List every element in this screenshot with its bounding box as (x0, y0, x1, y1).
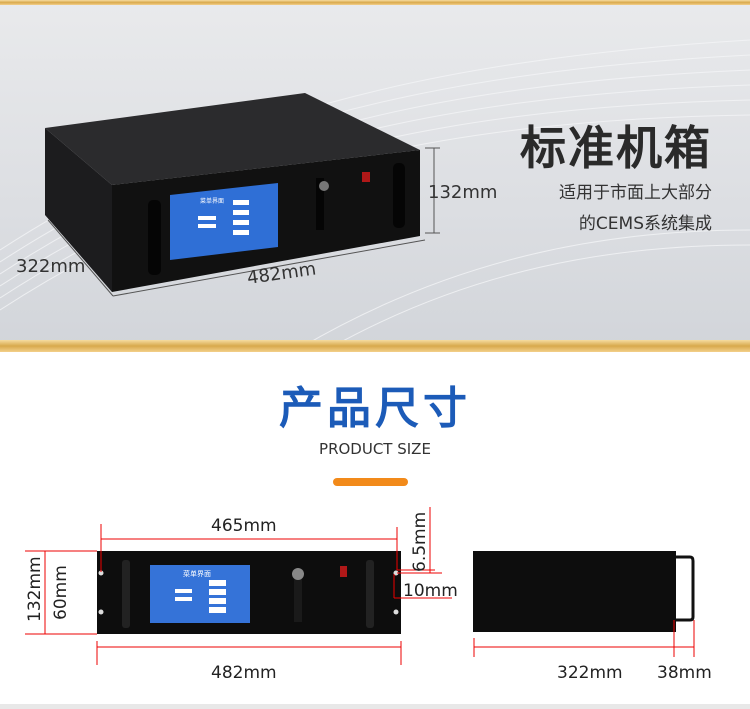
accent-bar (333, 478, 408, 486)
chassis-side (45, 128, 112, 292)
dim-38: 38mm (657, 663, 712, 683)
dim-60: 60mm (51, 565, 71, 620)
hero-banner: 菜单界面 132mm 322mm 482mm 标准机箱 适用于市面上大部分 的C… (0, 0, 750, 348)
hero-heading: 标准机箱 (520, 121, 712, 175)
hero-subtitle-1: 适用于市面上大部分 (559, 183, 712, 203)
dim-132: 132mm (25, 556, 45, 622)
side-handle (676, 555, 695, 622)
dim-482: 482mm (211, 663, 277, 683)
hero-subtitle-2: 的CEMS系统集成 (578, 214, 712, 234)
front-screen-title: 菜单界面 (183, 569, 211, 578)
dim-10: 10mm (403, 581, 458, 601)
side-panel (473, 551, 676, 632)
hero-dim-height: 132mm (428, 182, 497, 203)
hero-dim-depth: 322mm (16, 256, 85, 277)
dim-322: 322mm (557, 663, 623, 683)
wave-background: 菜单界面 132mm 322mm 482mm (0, 39, 750, 348)
section-subtitle: PRODUCT SIZE (319, 440, 431, 458)
section-title: 产品尺寸 (279, 383, 471, 434)
screen-title: 菜单界面 (200, 197, 224, 205)
gold-divider (0, 340, 750, 352)
front-panel (97, 551, 401, 634)
dim-6-5: 6.5mm (410, 512, 430, 572)
hero-screen (170, 183, 278, 260)
front-screen (150, 565, 250, 623)
gold-divider-top (0, 0, 750, 5)
bottom-strip (0, 704, 750, 709)
chassis-top (45, 93, 420, 185)
dim-465: 465mm (211, 516, 277, 536)
